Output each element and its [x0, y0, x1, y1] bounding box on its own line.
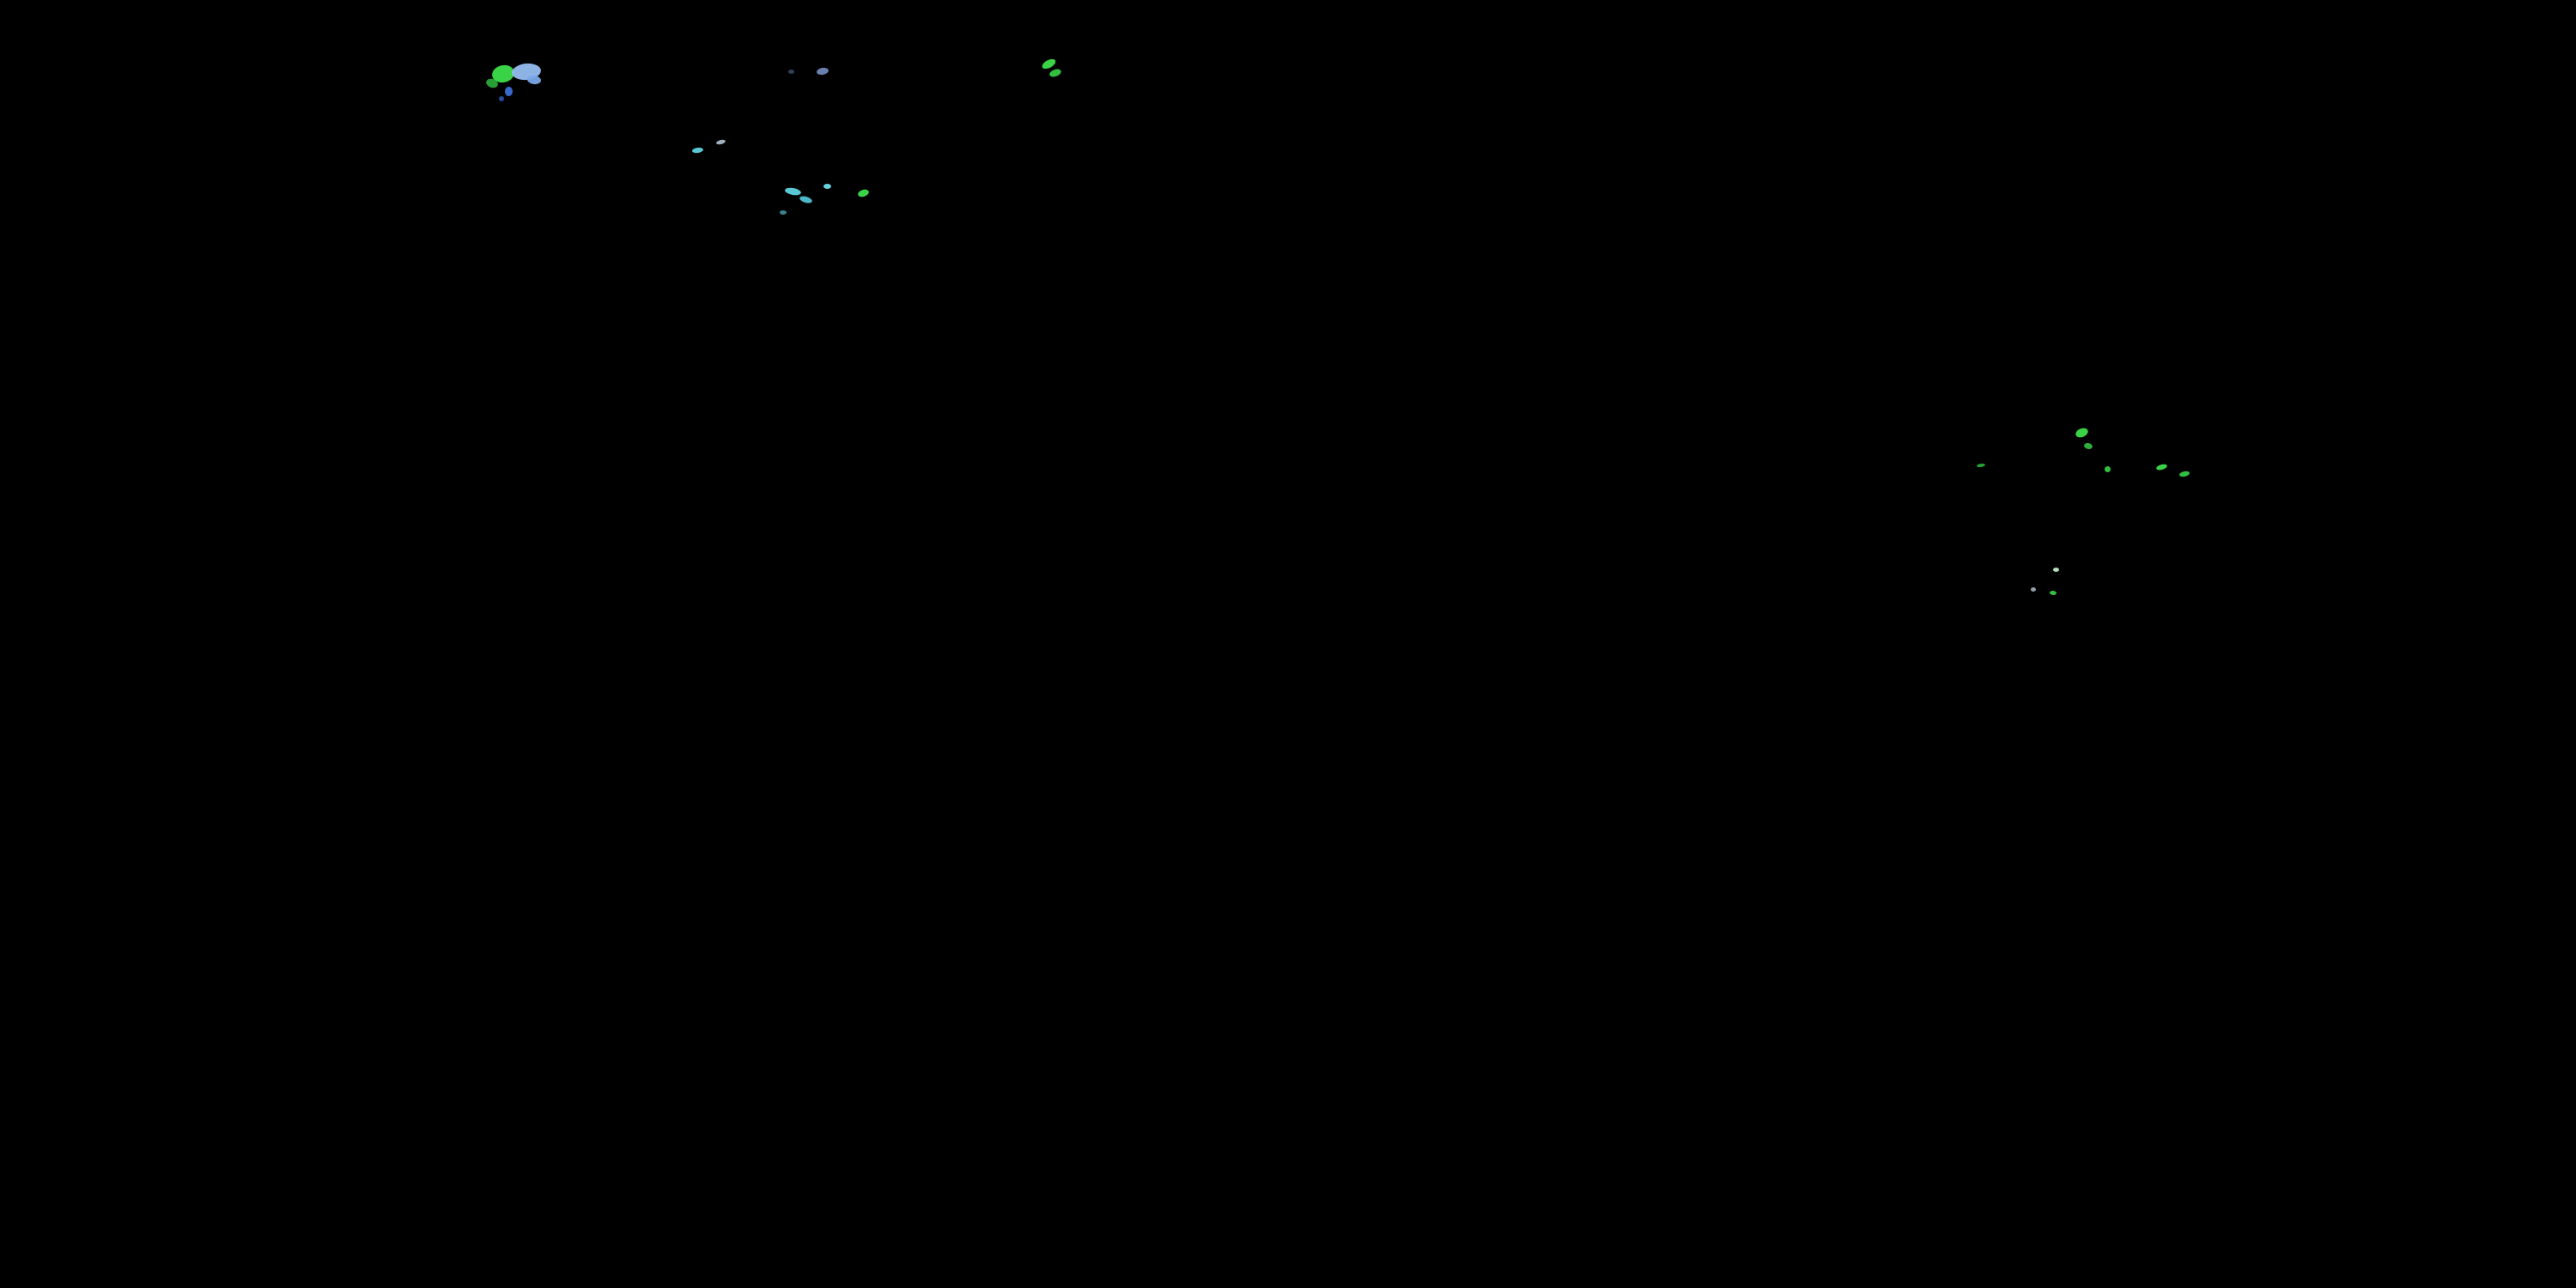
color-speck-cluster-c-cyan-2: [799, 195, 813, 204]
color-speck-cluster-b-gray-1: [715, 138, 726, 146]
color-speck-cluster-g-green-1: [2053, 568, 2059, 572]
color-speck-cluster-a-dot-2: [499, 96, 504, 101]
color-speck-cluster-c-cyan-3: [823, 184, 831, 189]
color-speck-cluster-a-dot-1: [505, 87, 513, 96]
color-speck-cluster-g-gray-1: [2031, 587, 2036, 592]
color-speck-cluster-d-blue: [816, 66, 829, 76]
color-speck-cluster-f-dash-1: [1976, 463, 1986, 468]
color-speck-cluster-f-green-1: [2074, 426, 2090, 440]
color-speck-cluster-c-green-1: [857, 188, 870, 198]
color-speck-cluster-f-dash-2: [2155, 463, 2168, 471]
color-speck-cluster-f-dash-3: [2178, 470, 2190, 478]
color-speck-cluster-g-green-2: [2049, 590, 2057, 596]
color-speck-cluster-f-green-2: [2083, 442, 2093, 450]
color-speck-cluster-a-blue-2: [526, 74, 542, 86]
color-speck-cluster-d-dark: [788, 70, 794, 74]
color-speck-cluster-b-cyan-1: [691, 147, 704, 154]
color-speck-cluster-c-dim-1: [780, 210, 787, 215]
color-speck-cluster-c-cyan-1: [784, 186, 802, 197]
color-speck-cluster-f-dot-1: [2105, 466, 2111, 472]
color-speck-cluster-e-green-2: [1048, 67, 1062, 79]
